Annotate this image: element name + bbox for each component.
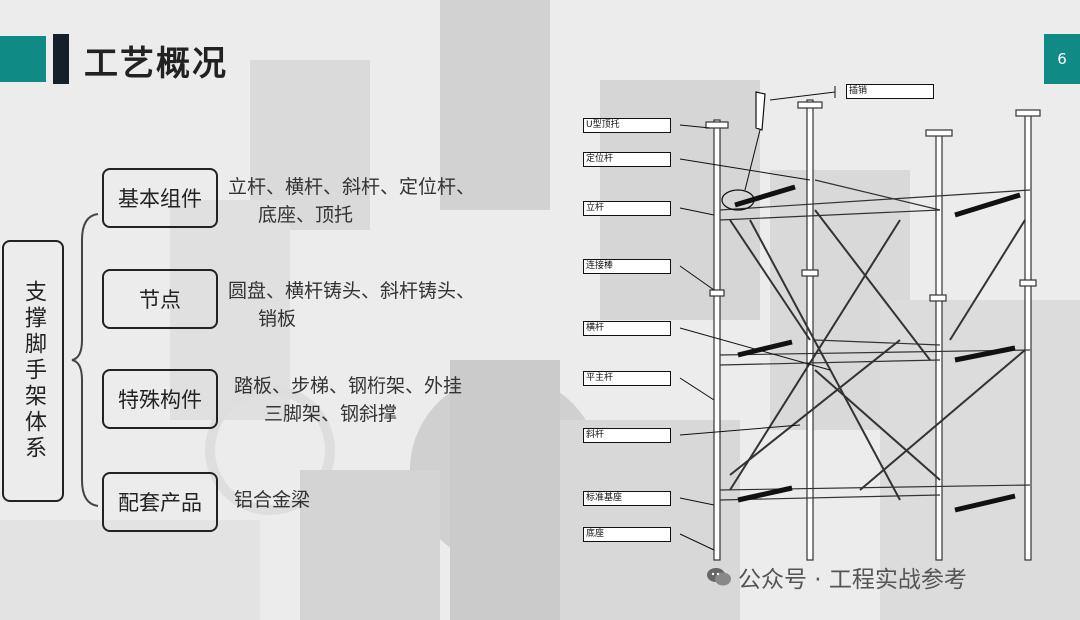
diagram-label-post: 立杆 (583, 201, 671, 216)
pin-icon (756, 92, 765, 130)
diagram-label-crossbar: 横杆 (583, 321, 671, 336)
wechat-icon (706, 566, 732, 588)
category-basic-components: 基本组件 (102, 168, 218, 228)
diagram-label-base: 底座 (583, 527, 671, 542)
page-number: 6 (1044, 34, 1080, 84)
watermark-text: 公众号 · 工程实战参考 (738, 560, 967, 594)
diagram-label-pin: 插销 (846, 84, 934, 99)
slide-title: 工艺概况 (84, 36, 228, 85)
system-label-box: 支撑脚手架体系 (2, 240, 64, 502)
diagram-label-u-top: U型顶托 (583, 118, 671, 133)
watermark: 公众号 · 工程实战参考 (706, 560, 967, 594)
category-nodes: 节点 (102, 269, 218, 329)
category-special-components-desc: 踏板、步梯、钢桁架、外挂 三脚架、钢斜撑 (234, 372, 462, 428)
diagram-label-locator: 定位杆 (583, 152, 671, 167)
post-4 (1025, 115, 1031, 560)
category-nodes-desc: 圆盘、横杆铸头、斜杆铸头、 销板 (228, 277, 475, 333)
category-accessories-desc: 铝合金梁 (234, 486, 310, 514)
category-special-components: 特殊构件 (102, 369, 218, 429)
diagram-label-diagonal: 斜杆 (583, 428, 671, 443)
diagram-label-connector: 连接棒 (583, 259, 671, 274)
diagram-label-base-seat: 标准基座 (583, 491, 671, 506)
title-accent-dark (53, 34, 69, 84)
brace (68, 210, 108, 510)
post-1 (714, 120, 720, 560)
category-accessories: 配套产品 (102, 472, 218, 532)
category-basic-components-desc: 立杆、横杆、斜杆、定位杆、 底座、顶托 (228, 173, 475, 229)
diagram-label-horizontal: 平主杆 (583, 371, 671, 386)
post-3 (936, 135, 942, 560)
title-accent-teal (0, 36, 46, 82)
system-label: 支撑脚手架体系 (17, 280, 49, 462)
